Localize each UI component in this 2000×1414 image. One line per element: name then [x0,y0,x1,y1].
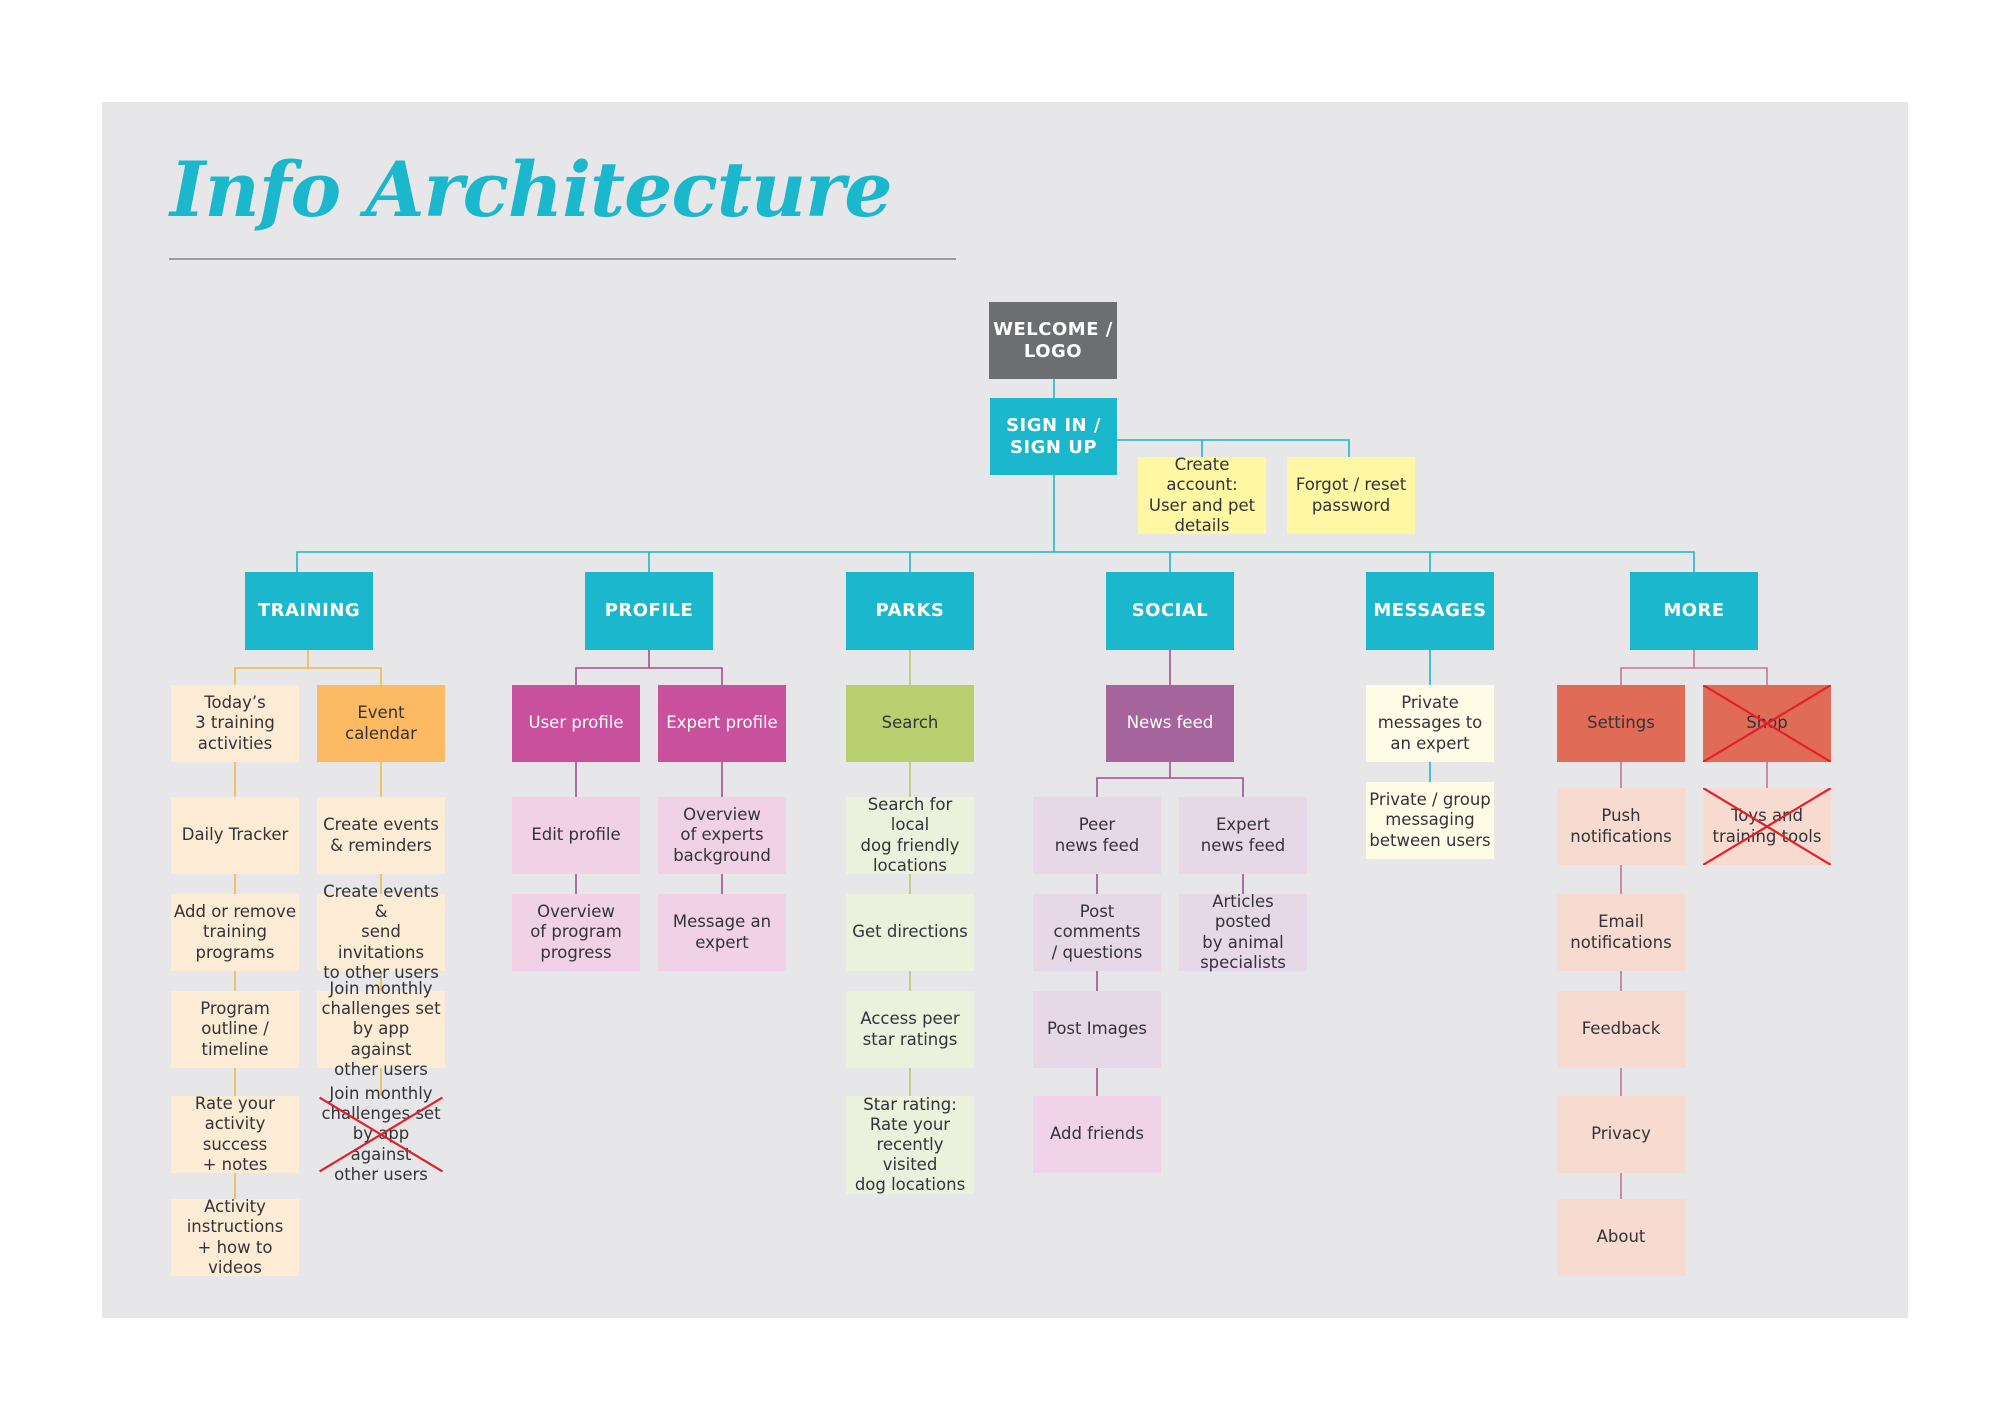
section-messages[interactable]: MESSAGES [1366,572,1494,650]
more-connectors [1620,650,1768,1199]
node-search[interactable]: Search [846,685,974,762]
section-parks[interactable]: PARKS [846,572,974,650]
node-post-images[interactable]: Post Images [1033,991,1161,1068]
node-private-group-messaging[interactable]: Private / group messaging between users [1366,782,1494,859]
node-create-account[interactable]: Create account: User and pet details [1138,455,1266,535]
node-about[interactable]: About [1557,1199,1685,1276]
node-join-challenges-removed[interactable]: Join monthly challenges set by app again… [317,1084,445,1184]
node-add-friends[interactable]: Add friends [1033,1096,1161,1173]
node-toys-removed[interactable]: Toys and training tools [1703,788,1831,865]
node-program-outline[interactable]: Program outline / timeline [171,991,299,1068]
node-email-notifications[interactable]: Email notifications [1557,894,1685,971]
node-expert-profile[interactable]: Expert profile [658,685,786,762]
social-connectors [1096,650,1244,1096]
node-private-messages-expert[interactable]: Private messages to an expert [1366,685,1494,762]
node-sign-in-sign-up[interactable]: SIGN IN / SIGN UP [990,398,1117,475]
node-peer-ratings[interactable]: Access peer star ratings [846,991,974,1068]
node-forgot-reset-password[interactable]: Forgot / reset password [1287,457,1415,534]
node-program-progress[interactable]: Overview of program progress [512,894,640,971]
training-connectors [234,650,382,1199]
node-edit-profile[interactable]: Edit profile [512,797,640,874]
node-join-challenges[interactable]: Join monthly challenges set by app again… [317,979,445,1079]
node-join-challenges-removed-label: Join monthly challenges set by app again… [321,1084,441,1184]
node-feedback[interactable]: Feedback [1557,991,1685,1068]
node-news-feed[interactable]: News feed [1106,685,1234,762]
section-training[interactable]: TRAINING [245,572,373,650]
node-toys-label: Toys and training tools [1712,806,1822,846]
node-activity-instructions[interactable]: Activity instructions + how to videos [171,1197,299,1277]
node-settings[interactable]: Settings [1557,685,1685,762]
node-todays-training[interactable]: Today’s 3 training activities [171,685,299,762]
node-expert-news-feed[interactable]: Expert news feed [1179,797,1307,874]
node-push-notifications[interactable]: Push notifications [1557,788,1685,865]
node-shop-label: Shop [1746,713,1788,733]
node-post-comments[interactable]: Post comments / questions [1033,894,1161,971]
node-message-expert[interactable]: Message an expert [658,894,786,971]
node-articles[interactable]: Articles posted by animal specialists [1179,892,1307,972]
page-title: Info Architecture [170,145,893,234]
node-shop-removed[interactable]: Shop [1703,685,1831,762]
profile-connectors [575,650,723,894]
node-daily-tracker[interactable]: Daily Tracker [171,797,299,874]
node-event-calendar[interactable]: Event calendar [317,685,445,762]
title-underline [169,258,956,260]
node-send-invitations[interactable]: Create events & send invitations to othe… [317,882,445,982]
node-add-remove-programs[interactable]: Add or remove training programs [171,894,299,971]
section-more[interactable]: MORE [1630,572,1758,650]
node-peer-news-feed[interactable]: Peer news feed [1033,797,1161,874]
node-star-rating[interactable]: Star rating: Rate your recently visited … [846,1095,974,1194]
node-get-directions[interactable]: Get directions [846,894,974,971]
node-user-profile[interactable]: User profile [512,685,640,762]
node-create-events-reminders[interactable]: Create events & reminders [317,797,445,874]
node-welcome-logo[interactable]: WELCOME / LOGO [989,302,1117,379]
main-connectors [296,379,1695,782]
section-social[interactable]: SOCIAL [1106,572,1234,650]
node-search-local[interactable]: Search for local dog friendly locations [846,795,974,875]
node-rate-activity[interactable]: Rate your activity success + notes [171,1094,299,1174]
node-experts-background[interactable]: Overview of experts background [658,797,786,874]
node-privacy[interactable]: Privacy [1557,1096,1685,1173]
section-profile[interactable]: PROFILE [585,572,713,650]
